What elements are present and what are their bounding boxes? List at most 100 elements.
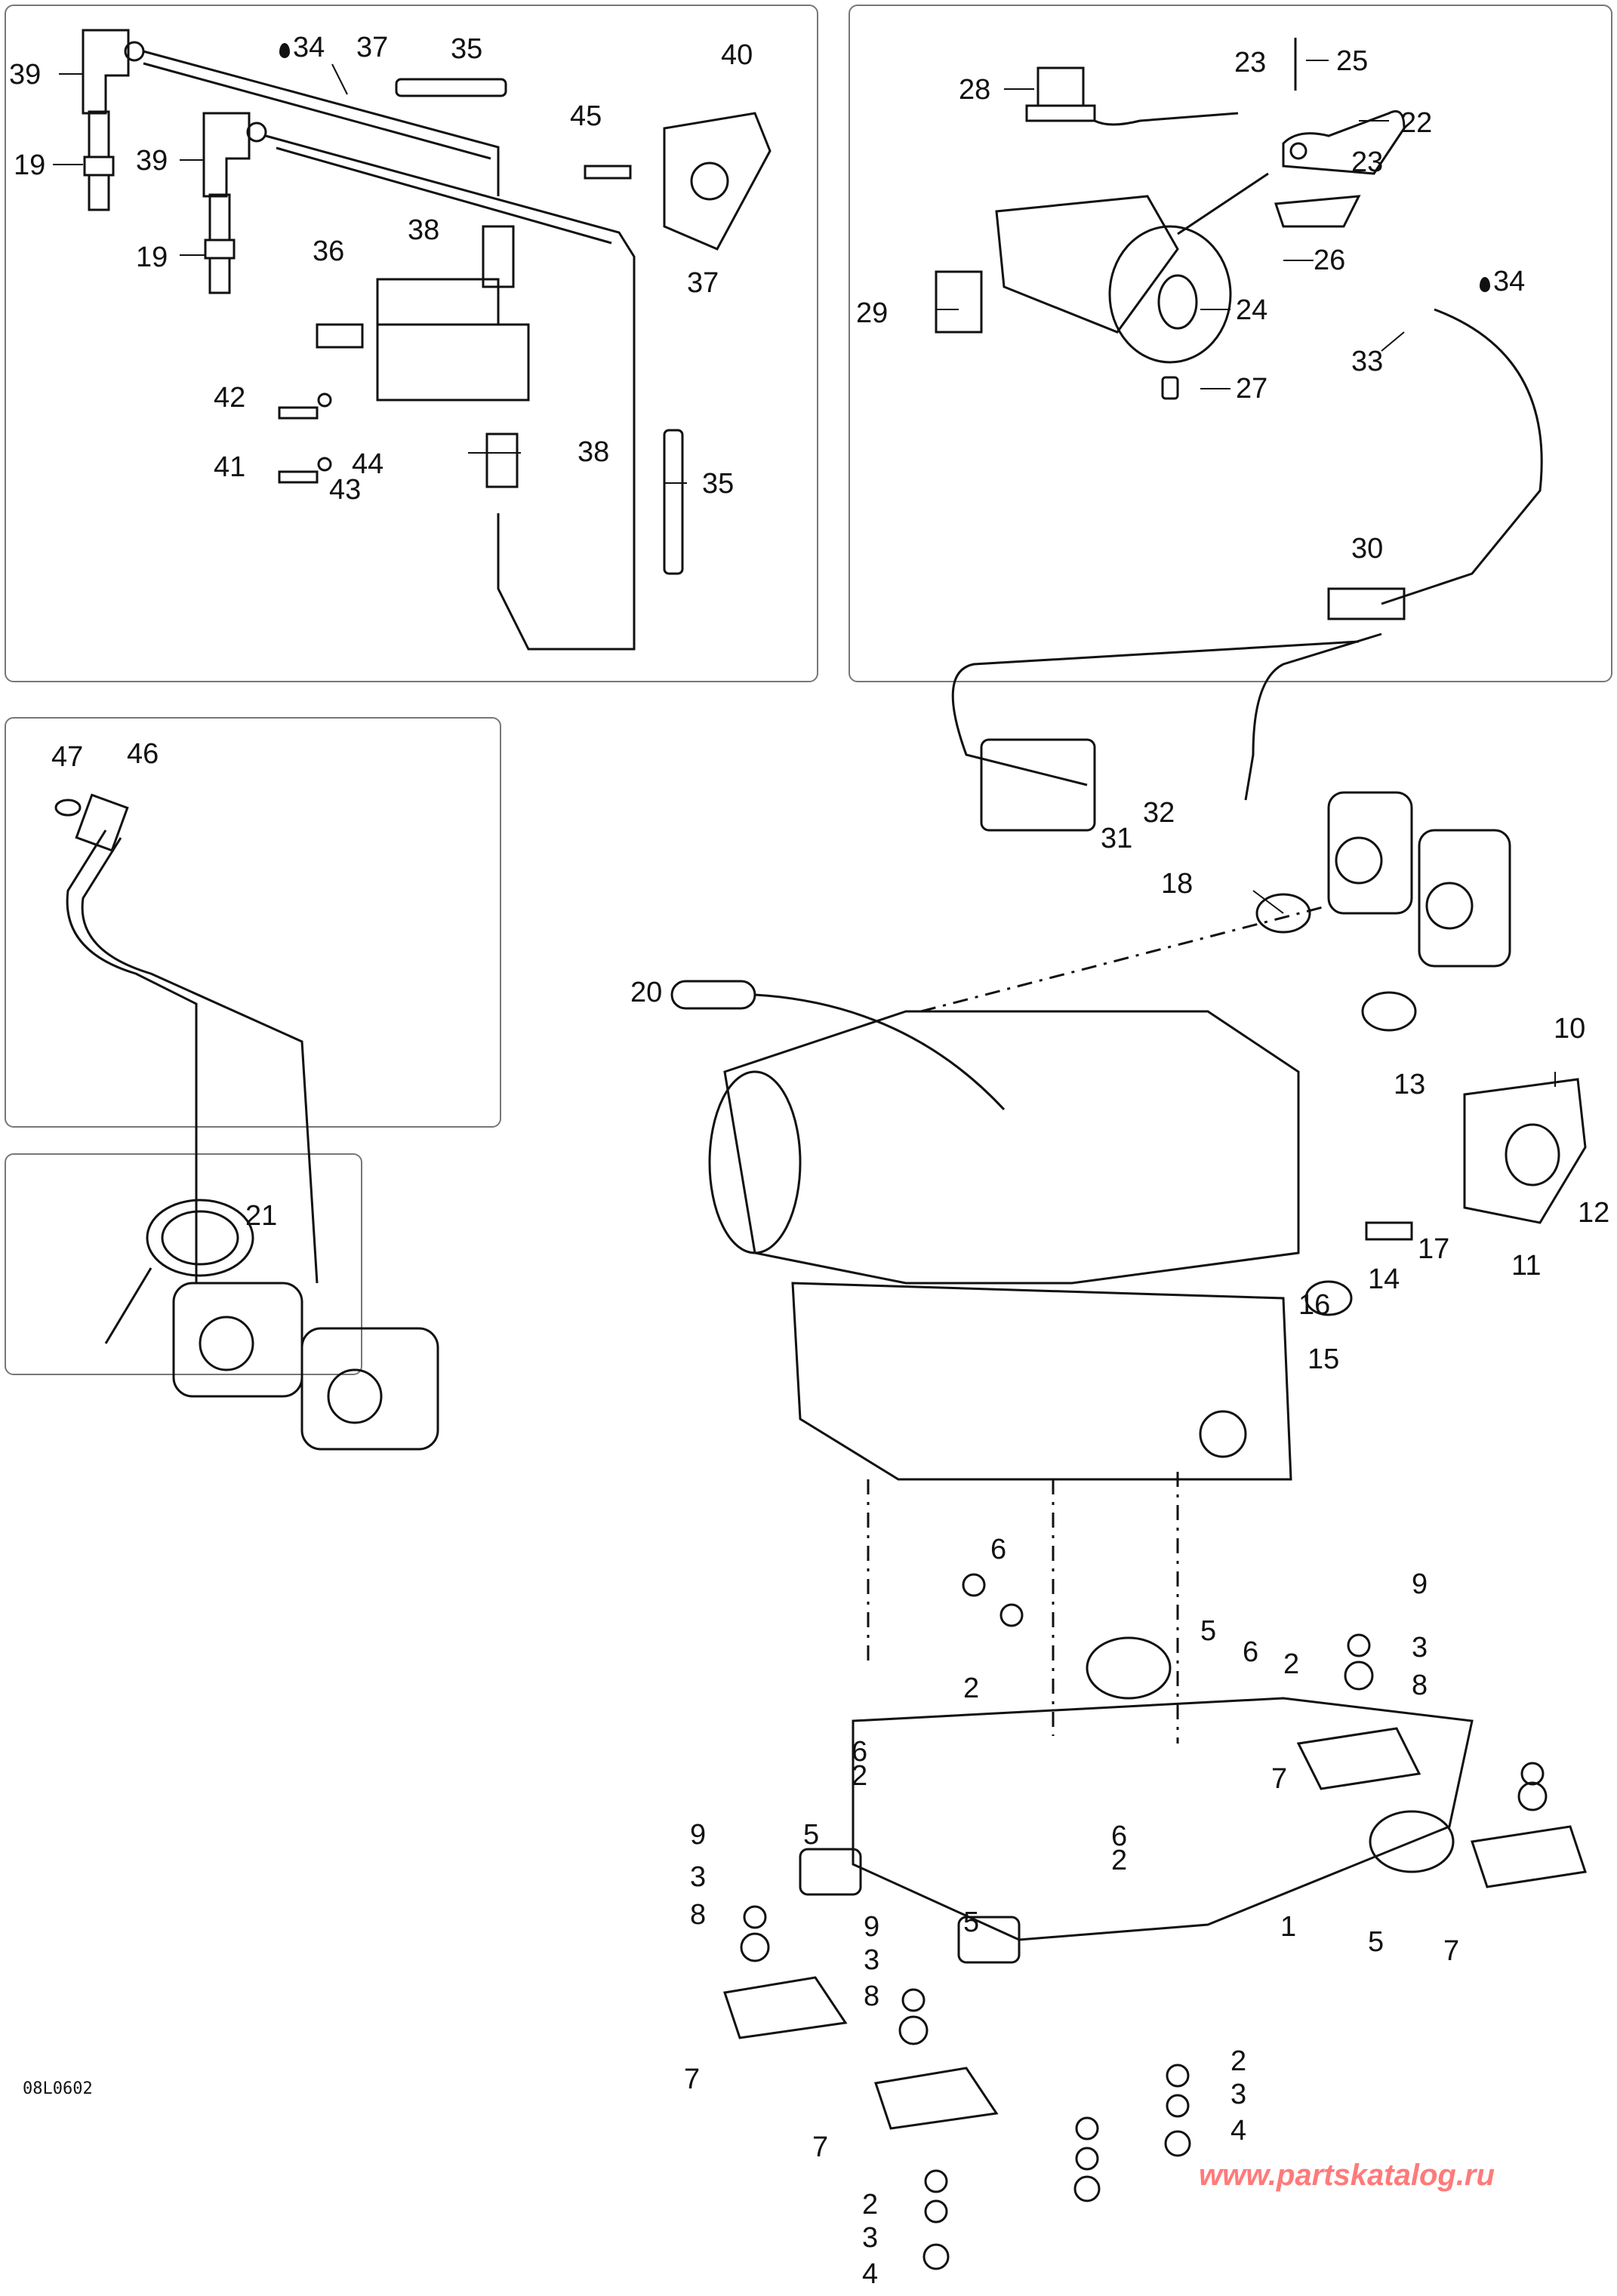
- callout-2: 2: [1230, 2045, 1247, 2077]
- callout-2: 2: [1283, 1648, 1300, 1680]
- callout-17: 17: [1418, 1233, 1450, 1265]
- callout-35: 35: [702, 468, 735, 500]
- clamp-18: [1255, 893, 1417, 1032]
- callout-38: 38: [408, 214, 440, 246]
- callout-30: 30: [1351, 533, 1384, 565]
- callout-34: 34: [279, 33, 325, 62]
- callout-2: 2: [963, 1673, 980, 1704]
- callout-40: 40: [721, 39, 753, 71]
- spring-27: [1161, 376, 1179, 400]
- callout-39: 39: [9, 59, 42, 91]
- carb-small-31: [980, 738, 1096, 832]
- callout-6: 6: [1111, 1820, 1128, 1852]
- spark-plug-1: [83, 110, 115, 211]
- callout-14: 14: [1368, 1263, 1400, 1295]
- callout-7: 7: [1271, 1763, 1288, 1795]
- callout-5: 5: [1368, 1926, 1384, 1958]
- callout-10: 10: [1554, 1013, 1586, 1045]
- callout-3: 3: [690, 1861, 707, 1893]
- washers-nuts: [740, 1573, 1548, 2270]
- callout-6: 6: [1243, 1636, 1259, 1668]
- mount-brackets-7: [723, 1727, 1587, 2130]
- callout-2: 2: [852, 1760, 868, 1792]
- callout-35: 35: [451, 33, 483, 65]
- cover-29: [935, 270, 983, 334]
- callout-11: 11: [1511, 1250, 1542, 1282]
- callout-8: 8: [1412, 1670, 1428, 1701]
- callout-15: 15: [1307, 1343, 1340, 1375]
- drawing-code: 08L0602: [23, 2079, 93, 2098]
- callout-1: 1: [1280, 1911, 1297, 1943]
- callout-2: 2: [862, 2189, 879, 2221]
- callout-37: 37: [356, 32, 389, 63]
- callout-2: 2: [1111, 1845, 1128, 1876]
- kill-switch-28: [1025, 66, 1239, 126]
- callout-37: 37: [687, 267, 719, 299]
- oil-drop-icon: [279, 43, 290, 58]
- callout-18: 18: [1161, 868, 1194, 900]
- callout-32: 32: [1143, 797, 1175, 829]
- coil-boot-38: [485, 432, 519, 488]
- callout-42: 42: [214, 382, 246, 414]
- engine-block: [708, 904, 1329, 1744]
- callout-45: 45: [570, 100, 602, 132]
- callout-47: 47: [51, 741, 84, 773]
- callout-44: 44: [352, 448, 384, 480]
- tether-cord-21: [104, 1199, 254, 1344]
- callout-34-label: 34: [1493, 266, 1526, 297]
- decal-20: [670, 980, 1006, 1111]
- cable-junction-30: [1327, 587, 1406, 620]
- callout-31: 31: [1101, 823, 1133, 854]
- callout-13: 13: [1394, 1069, 1426, 1100]
- callout-25: 25: [1336, 45, 1369, 77]
- leader-lines: [53, 60, 1556, 1087]
- throttle-panel: [849, 5, 1612, 682]
- spark-plug-cap-2: [202, 112, 267, 198]
- spark-plug-2: [204, 193, 236, 294]
- callout-3: 3: [864, 1944, 880, 1976]
- oil-drop-icon: [1480, 277, 1490, 292]
- callout-34: 34: [1480, 267, 1525, 296]
- callout-20: 20: [630, 977, 663, 1008]
- callout-19: 19: [136, 242, 168, 273]
- callout-5: 5: [803, 1819, 820, 1851]
- watermark: www.partskatalog.ru: [1199, 2159, 1495, 2192]
- callout-23: 23: [1234, 47, 1267, 78]
- throttle-lever-22: [1274, 110, 1406, 228]
- callout-22: 22: [1400, 107, 1433, 139]
- callout-39: 39: [136, 145, 168, 177]
- callout-3: 3: [1230, 2079, 1247, 2110]
- bolt-45: [584, 165, 632, 180]
- stud-14: [1304, 1221, 1413, 1316]
- callout-26: 26: [1314, 245, 1346, 276]
- throttle-cable: [951, 308, 1543, 801]
- callout-9: 9: [690, 1819, 707, 1851]
- callout-7: 7: [684, 2064, 701, 2095]
- callout-12: 12: [1578, 1197, 1610, 1229]
- callout-36: 36: [313, 235, 345, 267]
- callout-5: 5: [963, 1907, 980, 1938]
- callout-24: 24: [1236, 294, 1268, 326]
- callout-34-label: 34: [293, 32, 325, 63]
- bracket-10: [1463, 1078, 1587, 1224]
- callout-3: 3: [1412, 1632, 1428, 1664]
- carburetor-upper-1: [1327, 791, 1413, 915]
- callout-38: 38: [578, 436, 610, 468]
- callout-6: 6: [852, 1736, 868, 1768]
- callout-7: 7: [1443, 1935, 1460, 1967]
- callout-16: 16: [1298, 1289, 1331, 1321]
- callout-23: 23: [1351, 146, 1384, 178]
- callout-29: 29: [856, 297, 889, 329]
- callout-43: 43: [329, 474, 362, 506]
- spring-sleeve-1: [395, 78, 507, 97]
- callout-9: 9: [1412, 1568, 1428, 1600]
- coil-bracket: [663, 112, 772, 251]
- callout-6: 6: [990, 1534, 1007, 1565]
- cable-46: [54, 793, 319, 1284]
- screws-41-42: [278, 392, 332, 484]
- callout-33: 33: [1351, 346, 1384, 377]
- rubber-mounts-5: [799, 1636, 1455, 1964]
- carburetor-lower-2: [300, 1327, 439, 1451]
- callout-46: 46: [127, 738, 159, 770]
